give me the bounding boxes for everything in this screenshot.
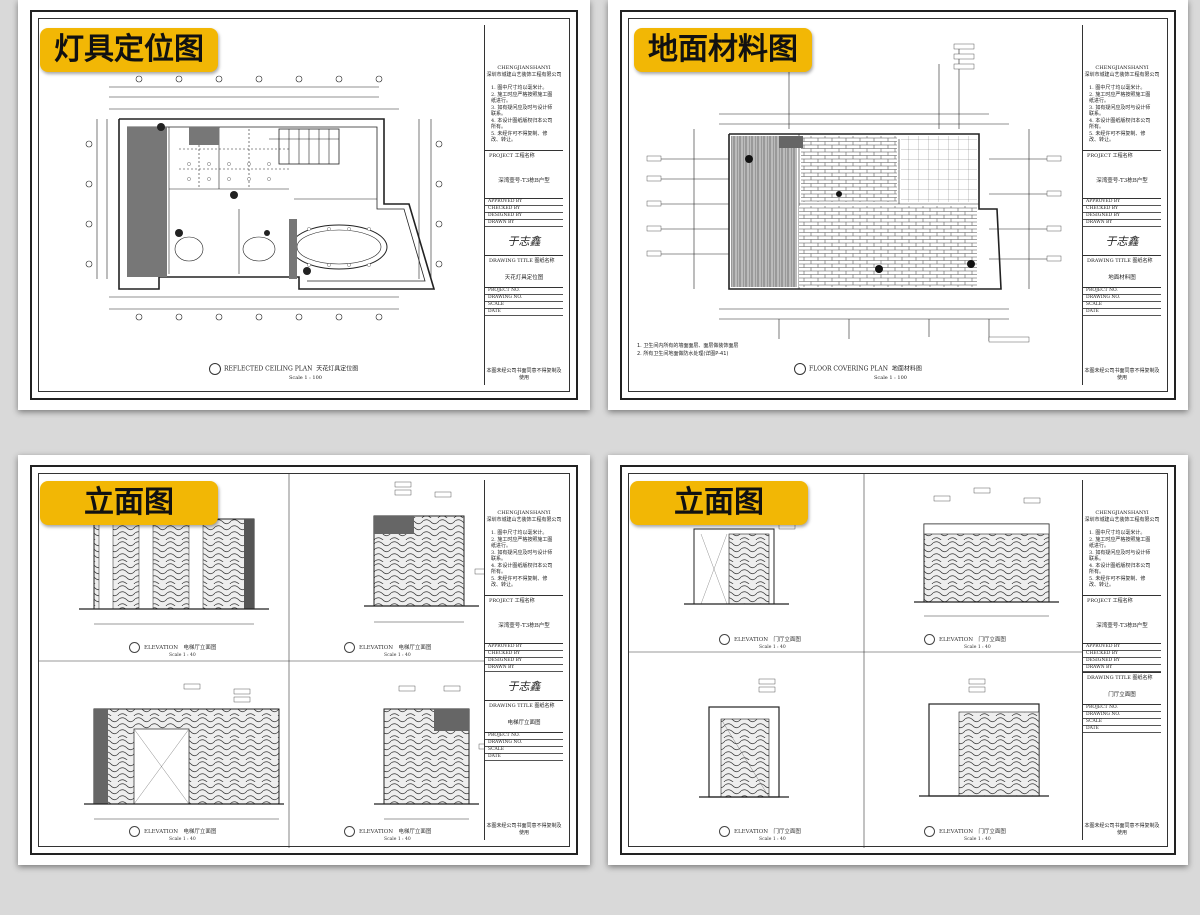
design-notes: 1. 图中尺寸均以毫米计。2. 施工时应严格按照施工图纸进行。3. 如有疑问应及… xyxy=(491,85,553,143)
drawing-title-value: 门厅立面图 xyxy=(1108,691,1136,698)
drawing-frame: 1. 卫生间内所有的墙面面层、面层做装饰面层 2. 所有卫生间地面做防水处理(详… xyxy=(620,10,1176,400)
drawing-title-value: 电梯厅立面图 xyxy=(507,719,541,726)
title-block-footer: 本图未经公司书面同意不得复制及使用 xyxy=(486,368,562,381)
project-label: PROJECT 工程名称 xyxy=(485,149,563,162)
plan-scale: Scale 1 : 100 xyxy=(874,375,907,381)
plan-scale: Scale 1 : 100 xyxy=(289,375,322,381)
sheet-floor-plan: 1. 卫生间内所有的墙面面层、面层做装饰面层 2. 所有卫生间地面做防水处理(详… xyxy=(608,0,1188,410)
title-block-footer: 本图未经公司书面同意不得复制及使用 xyxy=(486,823,562,836)
plan-title-circle-icon xyxy=(209,363,221,375)
sheet-badge: 立面图 xyxy=(630,481,808,525)
elevation-circle-icon xyxy=(719,634,730,645)
project-label: PROJECT 工程名称 xyxy=(485,594,563,607)
sheet-badge: 灯具定位图 xyxy=(40,28,218,72)
plan-title-en: FLOOR COVERING PLAN xyxy=(809,365,888,373)
sheet-badge: 地面材料图 xyxy=(634,28,812,72)
plan-title-cn: 地面材料图 xyxy=(891,365,922,373)
sheet-badge: 立面图 xyxy=(40,481,218,525)
plan-title-en: REFLECTED CEILING PLAN xyxy=(224,365,313,373)
project-name: 深湾壹号-T3栋B户型 xyxy=(498,177,550,184)
project-name: 深湾壹号-T3栋B户型 xyxy=(1096,622,1148,629)
elevations-drawing xyxy=(629,474,1103,848)
drawing-inner-frame: 1. 卫生间内所有的墙面面层、面层做装饰面层 2. 所有卫生间地面做防水处理(详… xyxy=(628,18,1168,392)
elevation-circle-icon xyxy=(344,826,355,837)
drawing-inner-frame: REFLECTED CEILING PLAN 天花灯具定位图 Scale 1 :… xyxy=(38,18,570,392)
floor-notes: 1. 卫生间内所有的墙面面层、面层做装饰面层 2. 所有卫生间地面做防水处理(详… xyxy=(637,342,738,358)
design-notes: 1. 图中尺寸均以毫米计。2. 施工时应严格按照施工图纸进行。3. 如有疑问应及… xyxy=(1089,85,1151,143)
drawing-title-label: DRAWING TITLE 图纸名称 xyxy=(485,699,563,712)
floor-note-2: 2. 所有卫生间地面做防水处理(详图P-41) xyxy=(637,351,729,357)
drawing-title-label: DRAWING TITLE 图纸名称 xyxy=(485,254,563,267)
title-block-footer: 本图未经公司书面同意不得复制及使用 xyxy=(1084,823,1160,836)
elevation-circle-icon xyxy=(924,634,935,645)
plan-title: FLOOR COVERING PLAN 地面材料图 Scale 1 : 100 xyxy=(794,363,922,381)
drawing-frame: REFLECTED CEILING PLAN 天花灯具定位图 Scale 1 :… xyxy=(30,10,578,400)
drawing-title-label: DRAWING TITLE 图纸名称 xyxy=(1083,254,1161,267)
title-block-footer: 本图未经公司书面同意不得复制及使用 xyxy=(1084,368,1160,381)
signature: 于志鑫 xyxy=(507,679,541,693)
drawing-title-value: 天花灯具定位图 xyxy=(504,274,544,281)
elevation-circle-icon xyxy=(344,642,355,653)
elevation-circle-icon xyxy=(719,826,730,837)
floor-note-1: 1. 卫生间内所有的墙面面层、面层做装饰面层 xyxy=(637,343,739,349)
elevation-circle-icon xyxy=(924,826,935,837)
plan-title: REFLECTED CEILING PLAN 天花灯具定位图 Scale 1 :… xyxy=(209,363,358,381)
drawing-title-label: DRAWING TITLE 图纸名称 xyxy=(1083,671,1161,684)
elevation-circle-icon xyxy=(129,642,140,653)
ceiling-plan-drawing xyxy=(85,75,443,321)
project-label: PROJECT 工程名称 xyxy=(1083,594,1161,607)
plan-title-cn: 天花灯具定位图 xyxy=(316,365,359,373)
project-name: 深湾壹号-T3栋B户型 xyxy=(498,622,550,629)
floor-plan-drawing xyxy=(646,43,1062,343)
elevation-circle-icon xyxy=(129,826,140,837)
signature: 于志鑫 xyxy=(1105,234,1139,248)
sheet-lighting-plan: REFLECTED CEILING PLAN 天花灯具定位图 Scale 1 :… xyxy=(18,0,590,410)
project-label: PROJECT 工程名称 xyxy=(1083,149,1161,162)
drawing-title-value: 地面材料图 xyxy=(1108,274,1136,281)
elevations-drawing xyxy=(39,474,505,848)
signature: 于志鑫 xyxy=(507,234,541,248)
design-notes: 1. 图中尺寸均以毫米计。2. 施工时应严格按照施工图纸进行。3. 如有疑问应及… xyxy=(1089,530,1151,588)
project-name: 深湾壹号-T3栋B户型 xyxy=(1096,177,1148,184)
design-notes: 1. 图中尺寸均以毫米计。2. 施工时应严格按照施工图纸进行。3. 如有疑问应及… xyxy=(491,530,553,588)
plan-title-circle-icon xyxy=(794,363,806,375)
